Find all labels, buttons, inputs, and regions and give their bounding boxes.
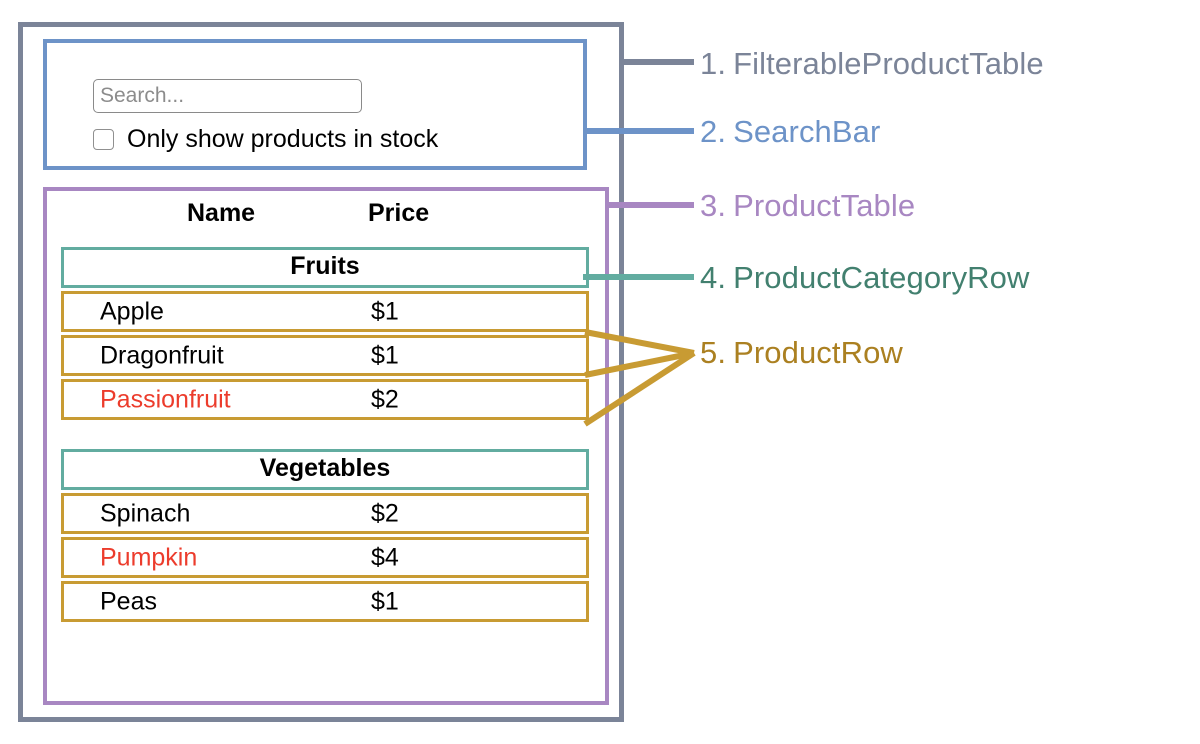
legend-number: 2. (700, 114, 727, 149)
legend-label: ProductRow (733, 335, 903, 370)
product-category-row: Fruits (61, 247, 589, 288)
legend-label: SearchBar (733, 114, 881, 149)
in-stock-checkbox-row[interactable]: Only show products in stock (93, 123, 438, 155)
product-name: Peas (100, 587, 157, 615)
legend-item-filterable-product-table: 1.FilterableProductTable (700, 48, 1044, 79)
product-price: $1 (371, 297, 399, 325)
legend-number: 3. (700, 188, 727, 223)
product-price: $2 (371, 499, 399, 527)
search-bar-box: Search... Only show products in stock (43, 39, 587, 170)
column-header-name: Name (187, 199, 256, 227)
legend-number: 1. (700, 46, 727, 81)
product-row: Dragonfruit $1 (61, 335, 589, 376)
product-row: Apple $1 (61, 291, 589, 332)
legend-number: 5. (700, 335, 727, 370)
product-price: $4 (371, 543, 399, 571)
group-spacer (61, 423, 589, 449)
legend-item-product-row: 5.ProductRow (700, 337, 903, 368)
product-row: Spinach $2 (61, 493, 589, 534)
legend-label: ProductCategoryRow (733, 260, 1030, 295)
product-price: $1 (371, 341, 399, 369)
product-row: Pumpkin $4 (61, 537, 589, 578)
legend-label: ProductTable (733, 188, 916, 223)
legend-label: FilterableProductTable (733, 46, 1044, 81)
product-category-label: Vegetables (259, 454, 391, 482)
product-table-header: Name Price (47, 199, 605, 237)
checkbox-icon[interactable] (93, 128, 114, 150)
product-row: Peas $1 (61, 581, 589, 622)
legend-item-search-bar: 2.SearchBar (700, 116, 880, 147)
product-category-row: Vegetables (61, 449, 589, 490)
product-price: $2 (371, 385, 399, 413)
product-name: Apple (100, 297, 164, 325)
column-header-price: Price (368, 199, 430, 227)
legend-number: 4. (700, 260, 727, 295)
in-stock-checkbox-label: Only show products in stock (127, 124, 439, 153)
product-category-label: Fruits (290, 252, 360, 280)
product-price: $1 (371, 587, 399, 615)
legend-item-product-table: 3.ProductTable (700, 190, 915, 221)
product-name: Passionfruit (100, 385, 231, 413)
product-name: Spinach (100, 499, 191, 527)
filterable-product-table-box: Search... Only show products in stock Na… (18, 22, 624, 722)
legend-item-product-category-row: 4.ProductCategoryRow (700, 262, 1030, 293)
search-input[interactable]: Search... (93, 79, 362, 113)
product-table-box: Name Price Fruits Apple $1 Dragonfruit $… (43, 187, 609, 705)
product-table-body: Fruits Apple $1 Dragonfruit $1 Passionfr… (61, 247, 589, 625)
product-name: Pumpkin (100, 543, 198, 571)
product-name: Dragonfruit (100, 341, 224, 369)
product-row: Passionfruit $2 (61, 379, 589, 420)
